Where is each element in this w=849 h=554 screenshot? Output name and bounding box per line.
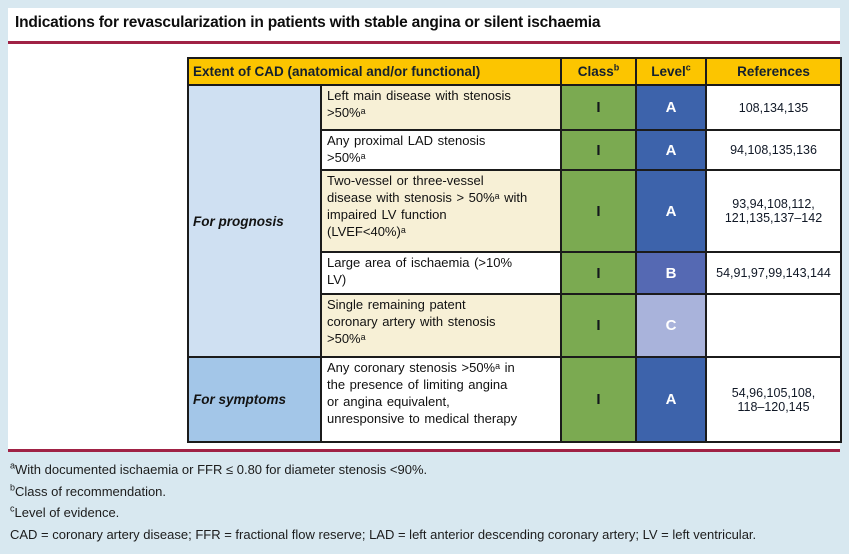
table-row: Two-vessel or three-vessel disease with … — [188, 169, 843, 253]
footnote-abbreviations: CAD = coronary artery disease; FFR = fra… — [10, 524, 756, 546]
footnote-c: cLevel of evidence. — [10, 502, 756, 524]
footnote-a-text: With documented ischaemia or FFR ≤ 0.80 … — [15, 462, 428, 477]
footnote-b-text: Class of recommendation. — [15, 483, 167, 499]
references-cell: 108,134,135 — [705, 84, 843, 131]
class-cell: I — [560, 129, 638, 171]
table-row: For prognosis Left main disease with ste… — [187, 84, 843, 358]
group-for-prognosis: For prognosis — [187, 84, 322, 358]
footnote-a-superscript: a — [10, 460, 16, 471]
references-cell: 54,96,105,108, 118–120,145 — [705, 356, 843, 443]
recommendations-table: Extent of CAD (anatomical and/or functio… — [186, 57, 843, 443]
level-cell: C — [635, 293, 708, 358]
indication-cell: Large area of ischaemia (>10% LV) — [319, 251, 563, 295]
table-row: Large area of ischaemia (>10% LV) I B 54… — [188, 251, 843, 295]
header-extent-label: Extent of CAD (anatomical and/or functio… — [193, 64, 481, 79]
header-level-superscript: c — [685, 62, 691, 73]
table-header-row: Extent of CAD (anatomical and/or functio… — [186, 57, 843, 86]
footnotes: aWith documented ischaemia or FFR ≤ 0.80… — [10, 459, 756, 545]
footnote-b: bClass of recommendation. — [10, 481, 756, 503]
header-references: References — [705, 57, 843, 86]
title-rule — [8, 41, 840, 44]
class-cell: I — [560, 356, 638, 443]
indication-cell: Two-vessel or three-vessel disease with … — [319, 169, 563, 253]
references-cell: 54,91,97,99,143,144 — [705, 251, 843, 295]
footnote-a: aWith documented ischaemia or FFR ≤ 0.80… — [10, 459, 756, 481]
class-cell: I — [560, 251, 638, 295]
footnote-abbreviations-text: CAD = coronary artery disease; FFR = fra… — [10, 526, 757, 542]
class-cell: I — [560, 169, 638, 253]
references-cell: 94,108,135,136 — [705, 129, 843, 171]
table-row: Any proximal LAD stenosis >50%ᵃ I A 94,1… — [188, 129, 843, 171]
indication-cell: Single remaining patent coronary artery … — [319, 293, 563, 358]
class-cell: I — [560, 84, 638, 131]
level-cell: B — [635, 251, 708, 295]
header-level: Levelc — [635, 57, 708, 86]
header-class-superscript: b — [613, 62, 620, 73]
class-cell: I — [560, 293, 638, 358]
level-cell: A — [635, 129, 708, 171]
group-for-symptoms: For symptoms — [187, 356, 322, 443]
footnote-c-superscript: c — [10, 503, 15, 514]
level-cell: A — [635, 84, 708, 131]
header-class: Classb — [560, 57, 638, 86]
header-level-label: Level — [651, 64, 686, 79]
table-row: Single remaining patent coronary artery … — [188, 293, 843, 358]
panel: Indications for revascularization in pat… — [8, 8, 843, 452]
footnote-c-text: Level of evidence. — [14, 505, 120, 520]
header-class-label: Class — [577, 64, 614, 79]
references-cell — [705, 293, 843, 358]
level-cell: A — [635, 169, 708, 253]
header-extent-of-cad: Extent of CAD (anatomical and/or functio… — [186, 57, 563, 86]
references-cell: 93,94,108,112, 121,135,137–142 — [705, 169, 843, 253]
table-row: For symptoms Any coronary stenosis >50%ᵃ… — [187, 356, 843, 443]
indication-cell: Left main disease with stenosis >50%ᵃ — [319, 84, 563, 131]
indication-cell: Any coronary stenosis >50%ᵃ in the prese… — [319, 356, 563, 443]
footnote-b-superscript: b — [10, 482, 16, 493]
indication-cell: Any proximal LAD stenosis >50%ᵃ — [319, 129, 563, 171]
level-cell: A — [635, 356, 708, 443]
page-title: Indications for revascularization in pat… — [15, 14, 601, 31]
